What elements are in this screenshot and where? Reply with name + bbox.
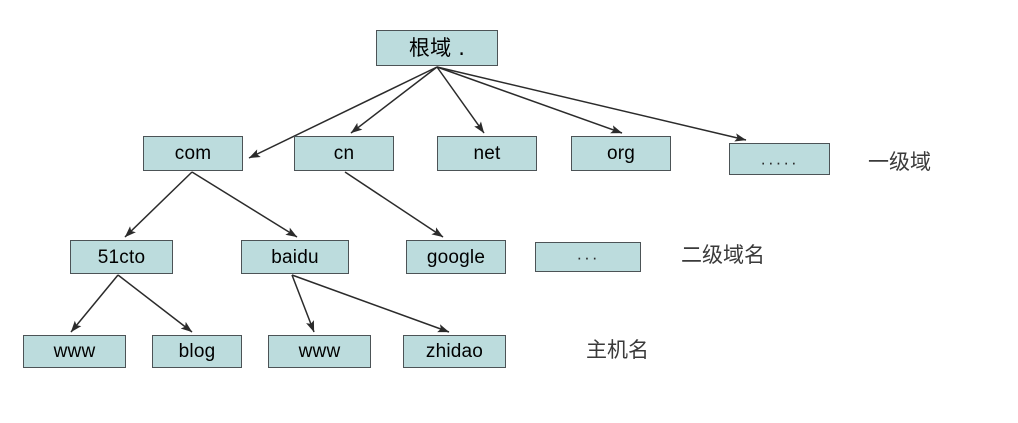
edge-com-baidu bbox=[191, 171, 298, 238]
edge-baidu-zhidao bbox=[291, 274, 450, 333]
label-host: 主机名 bbox=[586, 338, 649, 362]
label-second: 二级域名 bbox=[681, 243, 765, 267]
edge-root-etc bbox=[436, 66, 747, 142]
edge-com-51cto bbox=[124, 171, 193, 238]
node-51cto[interactable]: 51cto bbox=[70, 240, 173, 274]
node-baidu[interactable]: baidu bbox=[241, 240, 349, 274]
node-org[interactable]: org bbox=[571, 136, 671, 171]
node-cn[interactable]: cn bbox=[294, 136, 394, 171]
edge-51cto-blog bbox=[117, 274, 193, 333]
edge-51cto-www1 bbox=[70, 274, 119, 333]
node-www1[interactable]: www bbox=[23, 335, 126, 368]
edge-baidu-www2 bbox=[291, 274, 315, 333]
edge-root-net bbox=[436, 66, 485, 134]
edge-root-org bbox=[436, 66, 623, 134]
edge-cn-google bbox=[344, 171, 444, 238]
node-net[interactable]: net bbox=[437, 136, 537, 171]
node-tld_etc[interactable]: ····· bbox=[729, 143, 830, 175]
edge-root-cn bbox=[350, 66, 438, 134]
node-com[interactable]: com bbox=[143, 136, 243, 171]
node-google[interactable]: google bbox=[406, 240, 506, 274]
node-root[interactable]: 根域 . bbox=[376, 30, 498, 66]
node-sec_etc[interactable]: ··· bbox=[535, 242, 641, 272]
node-www2[interactable]: www bbox=[268, 335, 371, 368]
node-blog[interactable]: blog bbox=[152, 335, 242, 368]
label-tld: 一级域 bbox=[868, 150, 931, 174]
node-zhidao[interactable]: zhidao bbox=[403, 335, 506, 368]
